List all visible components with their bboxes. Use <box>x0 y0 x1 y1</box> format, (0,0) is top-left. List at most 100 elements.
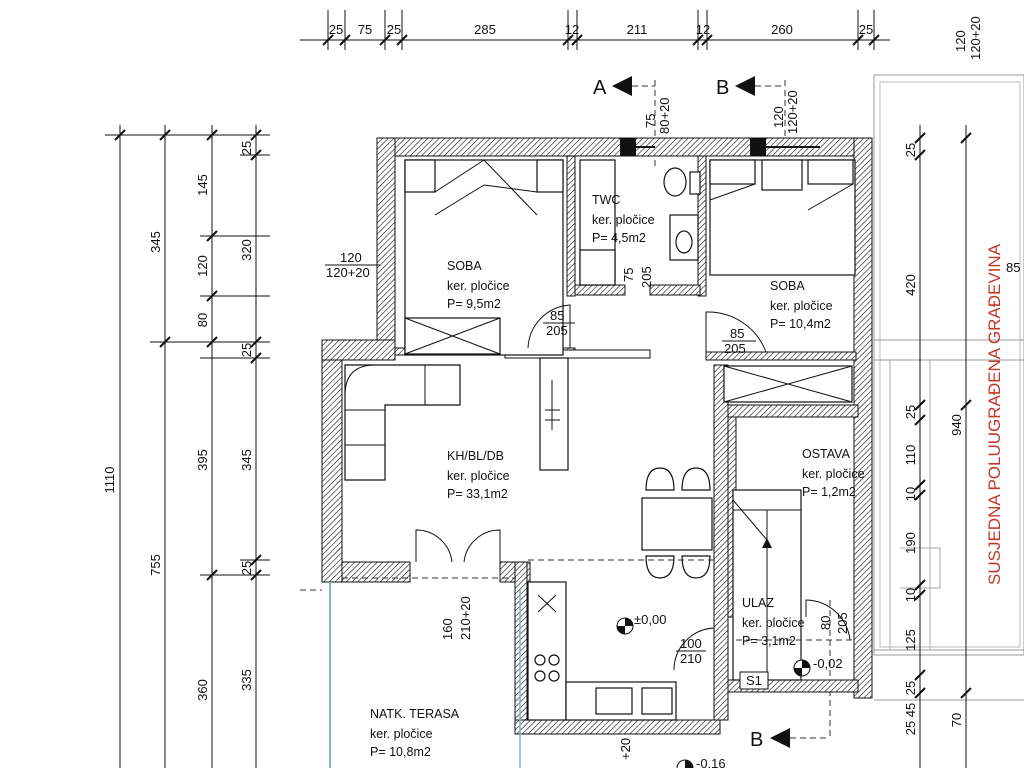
right-dim-6: 190 <box>903 532 918 554</box>
opening-2-b: 120+20 <box>785 90 800 134</box>
room-ostava-name: OSTAVA <box>802 447 851 461</box>
opening-4-a: 75 <box>621 268 636 282</box>
opening-6-a: 85 <box>730 326 744 341</box>
top-right-dim-a: 120 <box>953 30 968 52</box>
neighbor-building-label: SUSJEDNA POLUUGRAĐENA GRAĐEVINA <box>985 243 1004 585</box>
left-dim-120: 120 <box>195 255 210 277</box>
room-terrace-name: NATK. TERASA <box>370 707 460 721</box>
room-terrace-finish: ker. pločice <box>370 727 433 741</box>
room-ulaz-area: P= 3,1m2 <box>742 634 796 648</box>
left-dimension-chains: 1110 345 755 145 120 80 395 360 25 320 2… <box>102 125 270 768</box>
s1-label: S1 <box>746 673 762 688</box>
walls <box>321 137 873 735</box>
top-dim-8: 260 <box>771 22 793 37</box>
right-dim-5: 10 <box>903 487 918 501</box>
room-ostava-area: P= 1,2m2 <box>802 485 856 499</box>
right-dim-7: 10 <box>903 588 918 602</box>
room-ulaz-name: ULAZ <box>742 596 774 610</box>
opening-2-a: 120 <box>771 106 786 128</box>
right-dim-940: 940 <box>949 414 964 436</box>
terrace-edge <box>329 582 521 768</box>
right-dim-12: 70 <box>949 713 964 727</box>
right-dim-85: 85 <box>1006 260 1020 275</box>
level-entry-value: -0,02 <box>813 656 843 671</box>
opening-8-b: 205 <box>835 612 850 634</box>
left-dim-25b: 25 <box>239 343 254 357</box>
top-dim-4: 285 <box>474 22 496 37</box>
left-dim-total: 1110 <box>102 467 117 494</box>
section-b-label: B <box>716 77 729 99</box>
right-dim-2: 420 <box>903 274 918 296</box>
right-dim-11: 25 <box>903 721 918 735</box>
top-right-dim-b: 120+20 <box>968 16 983 60</box>
top-dim-7: 12 <box>696 22 710 37</box>
level-marker-bottom: -0,16 <box>676 756 726 768</box>
left-dim-345: 345 <box>148 231 163 253</box>
room-soba-left-name: SOBA <box>447 259 482 273</box>
room-kitchen-area: P= 33,1m2 <box>447 487 508 501</box>
opening-3-a: 120 <box>340 250 362 265</box>
room-ulaz-finish: ker. pločice <box>742 616 805 630</box>
opening-9-b: 210 <box>680 651 702 666</box>
opening-7-b: 210+20 <box>458 596 473 640</box>
left-dim-80: 80 <box>195 313 210 327</box>
doors <box>415 304 851 671</box>
right-dim-4: 110 <box>903 445 918 466</box>
opening-7-a: 160 <box>440 618 455 640</box>
top-dim-5: 12 <box>565 22 579 37</box>
opening-1-b: 80+20 <box>657 97 672 134</box>
section-markers: A B B <box>593 76 831 751</box>
section-a-label: A <box>593 77 607 99</box>
s1-marker: S1 <box>739 671 769 690</box>
room-labels: SOBA ker. pločice P= 9,5m2 TWC ker. ploč… <box>370 193 865 759</box>
room-twc-finish: ker. pločice <box>592 213 655 227</box>
level-marker-entry: -0,02 <box>793 656 843 677</box>
opening-5-b: 205 <box>546 323 568 338</box>
left-dim-320: 320 <box>239 239 254 261</box>
opening-6-b: 205 <box>724 341 746 356</box>
opening-9-a: 100 <box>680 636 702 651</box>
room-ostava-finish: ker. pločice <box>802 467 865 481</box>
top-dim-6: 211 <box>627 22 648 37</box>
dashed-lines <box>300 559 854 641</box>
left-dim-755: 755 <box>148 554 163 576</box>
opening-3-b: 120+20 <box>326 265 370 280</box>
room-terrace-area: P= 10,8m2 <box>370 745 431 759</box>
top-dim-3: 25 <box>387 22 401 37</box>
opening-8-a: 80 <box>818 616 833 630</box>
furniture <box>344 159 856 721</box>
opening-10-a: +20 <box>618 738 633 760</box>
room-soba-right-area: P= 10,4m2 <box>770 317 831 331</box>
right-dimension-chains: 25 420 25 110 10 190 10 125 25 45 25 70 … <box>903 125 1020 768</box>
room-twc-name: TWC <box>592 193 620 207</box>
opening-5-a: 85 <box>550 308 564 323</box>
room-soba-left-finish: ker. pločice <box>447 279 510 293</box>
top-dim-1: 25 <box>329 22 343 37</box>
right-dim-10: 45 <box>903 703 918 717</box>
level-marker-main: ±0,00 <box>616 612 666 635</box>
right-dim-3: 25 <box>903 405 918 419</box>
top-dim-2: 75 <box>358 22 372 37</box>
opening-4-b: 205 <box>639 266 654 288</box>
room-soba-right-name: SOBA <box>770 279 805 293</box>
level-main-value: ±0,00 <box>634 612 666 627</box>
section-b2-label: B <box>750 729 763 751</box>
room-kitchen-finish: ker. pločice <box>447 469 510 483</box>
opening-dimensions: 75 80+20 120 120+20 120 120+20 75 205 85… <box>325 90 850 760</box>
level-bottom-value: -0,16 <box>696 756 726 768</box>
top-dim-9: 25 <box>859 22 873 37</box>
right-dim-8: 125 <box>903 629 918 651</box>
opening-1-a: 75 <box>643 114 658 128</box>
left-dim-360: 360 <box>195 679 210 701</box>
level-markers: ±0,00 -0,02 -0,16 <box>616 612 843 768</box>
room-soba-right-finish: ker. pločice <box>770 299 833 313</box>
room-twc-area: P= 4,5m2 <box>592 231 646 245</box>
left-dim-395: 395 <box>195 449 210 471</box>
right-dim-9: 25 <box>903 681 918 695</box>
left-dim-335: 335 <box>239 669 254 691</box>
left-dim-345b: 345 <box>239 449 254 471</box>
left-dim-25a: 25 <box>239 141 254 155</box>
left-dim-145: 145 <box>195 174 210 196</box>
top-dimension-chain: 25 75 25 285 12 211 12 260 25 120 120+20 <box>300 10 983 60</box>
